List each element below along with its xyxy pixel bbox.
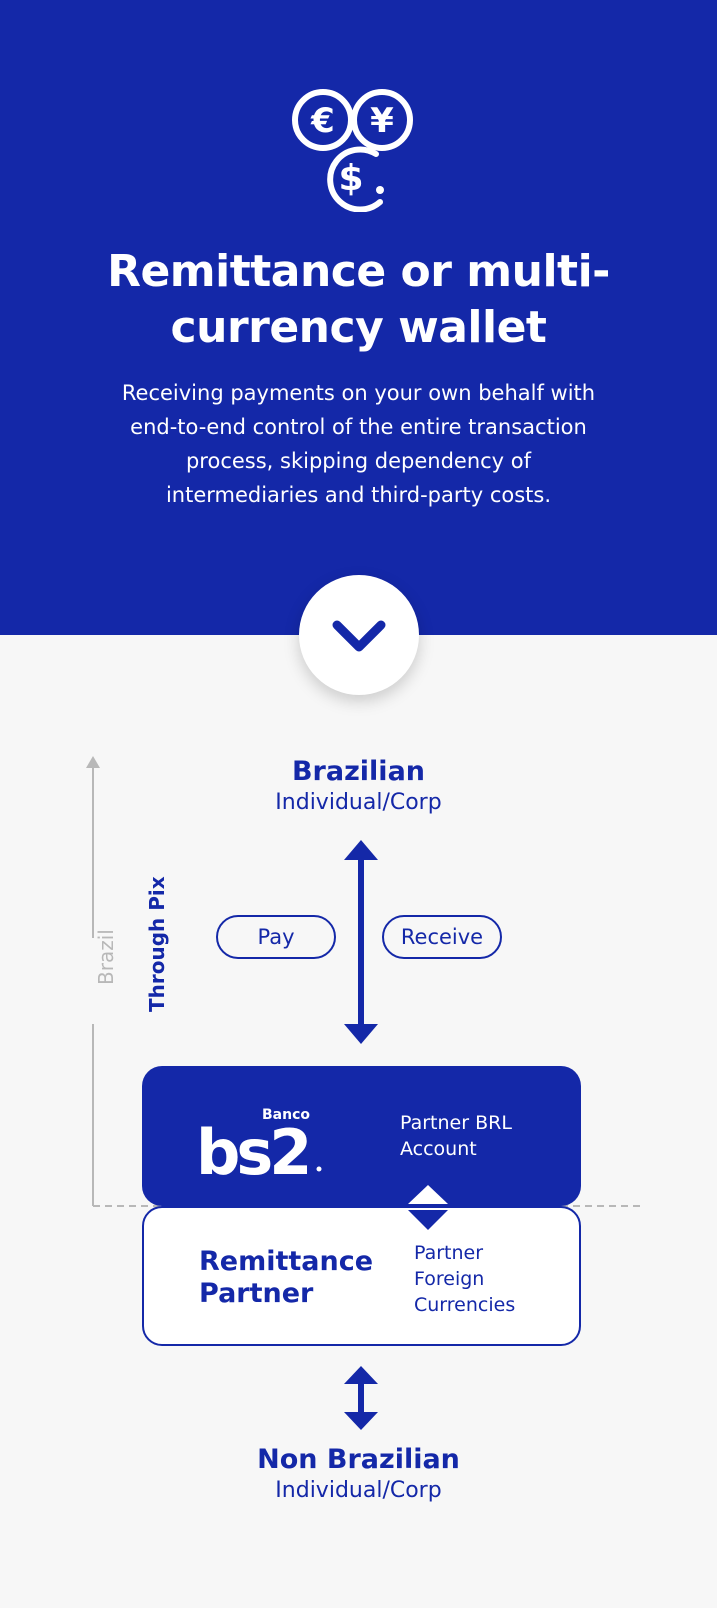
receive-pill: Receive bbox=[382, 915, 502, 959]
remittance-title-line-2: Partner bbox=[199, 1278, 314, 1309]
bs2-text-line-1: Partner BRL bbox=[400, 1112, 512, 1134]
svg-text:¥: ¥ bbox=[370, 101, 394, 141]
title-line-2: currency wallet bbox=[170, 302, 547, 353]
remittance-text-line-1: Partner bbox=[414, 1242, 484, 1264]
non-brazilian-party-title: Non Brazilian bbox=[257, 1444, 460, 1475]
bs2-logo: Banco bs2 bbox=[196, 1107, 322, 1178]
remittance-partner-title: Remittance Partner bbox=[199, 1246, 373, 1310]
pay-pill: Pay bbox=[216, 915, 336, 959]
currency-exchange-icon: € ¥ $ bbox=[292, 89, 413, 212]
remittance-title-line-1: Remittance bbox=[199, 1246, 374, 1277]
scroll-down-button[interactable] bbox=[299, 575, 419, 695]
page-title: Remittance or multi- currency wallet bbox=[0, 244, 717, 356]
title-line-1: Remittance or multi- bbox=[107, 246, 610, 297]
partner-foreign-currencies-text: Partner Foreign Currencies bbox=[414, 1240, 515, 1318]
svg-text:$: $ bbox=[338, 158, 363, 199]
page-description: Receiving payments on your own behalf wi… bbox=[95, 376, 622, 512]
description-line-1: Receiving payments on your own behalf wi… bbox=[121, 381, 596, 405]
through-pix-label: Through Pix bbox=[145, 876, 169, 1012]
brazil-label: Brazil bbox=[94, 929, 118, 985]
bs2-partner-brl-account: Banco bs2 Partner BRL Account bbox=[142, 1066, 581, 1206]
description-line-3: process, skipping dependency of bbox=[185, 449, 532, 473]
bs2-logo-main-text: bs2 bbox=[196, 1116, 308, 1178]
brazilian-party-title: Brazilian bbox=[291, 756, 426, 787]
description-line-2: end-to-end control of the entire transac… bbox=[130, 415, 587, 439]
non-brazilian-party-subtitle: Individual/Corp bbox=[275, 1478, 442, 1503]
description-line-4: intermediaries and third-party costs. bbox=[165, 483, 552, 507]
partner-brl-account-text: Partner BRL Account bbox=[400, 1110, 512, 1162]
bs2-text-line-2: Account bbox=[400, 1138, 477, 1160]
remittance-partner-box: Remittance Partner Partner Foreign Curre… bbox=[142, 1206, 581, 1346]
remittance-text-line-2: Foreign bbox=[414, 1268, 485, 1290]
brazilian-party-subtitle: Individual/Corp bbox=[275, 790, 442, 815]
chevron-down-icon bbox=[332, 620, 386, 652]
bs2-logo-small-text: Banco bbox=[262, 1107, 310, 1123]
svg-text:€: € bbox=[310, 101, 335, 141]
remittance-text-line-3: Currencies bbox=[414, 1294, 516, 1316]
header-banner: € ¥ $ Remittance or multi- currency wall… bbox=[0, 0, 717, 635]
